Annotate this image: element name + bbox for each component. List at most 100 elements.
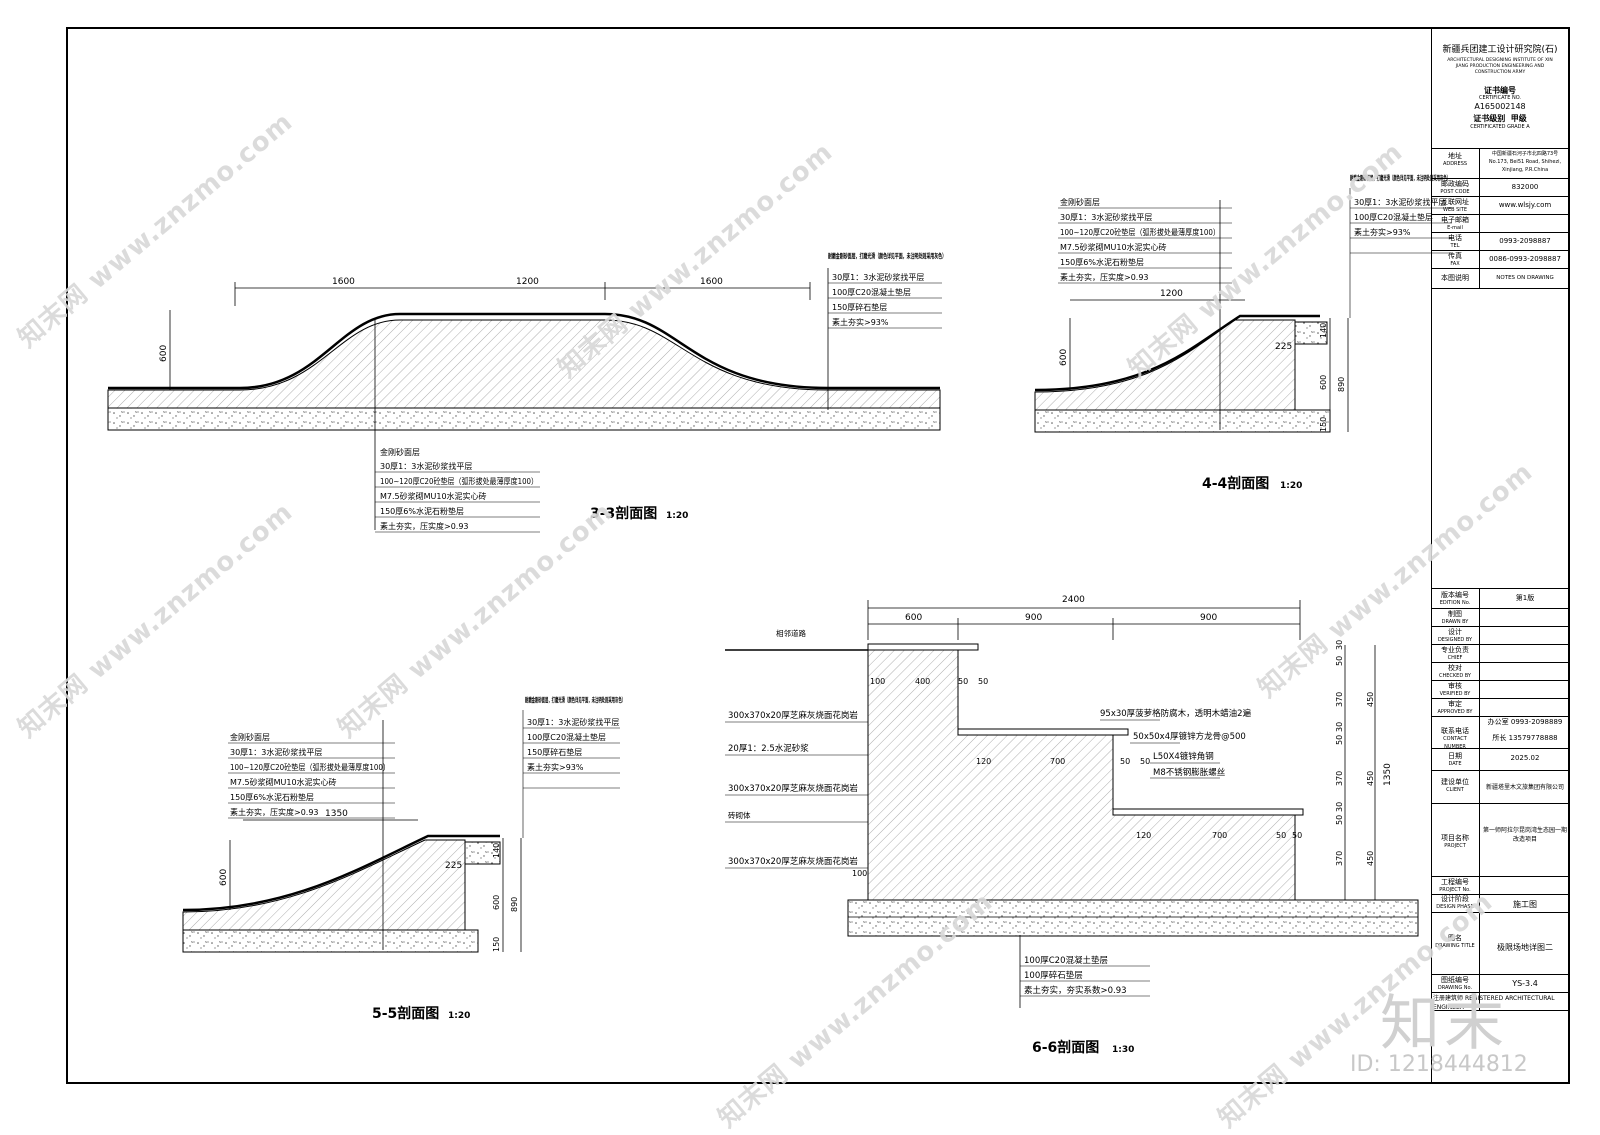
s33-layer-bottom-4: M7.5砂浆砌MU10水泥实心砖 xyxy=(380,491,487,501)
s44-layer-left-1: 金刚砂面层 xyxy=(1060,197,1100,207)
drawing-frame xyxy=(66,27,1570,1084)
s66-dim-3: 900 xyxy=(1200,613,1217,623)
s66-inner-10: 700 xyxy=(1212,831,1227,840)
step-1-top xyxy=(867,643,979,651)
steps-body xyxy=(867,649,1296,901)
s66-right-12: 450 xyxy=(1366,851,1375,866)
s44-dim-6: 890 xyxy=(1337,377,1346,392)
s55-dim-2: 600 xyxy=(219,869,229,886)
s55-note-top: 耐磨金刚砂面层，打磨光滑（颜色详见平面，未注明处则采用灰色） xyxy=(525,695,625,704)
date: 2025.02 xyxy=(1510,754,1540,762)
s44-layer-left-2: 30厚1：3水泥砂浆找平层 xyxy=(1060,212,1152,222)
project: 第一师阿拉尔昆岗湾生态园一期改造项目 xyxy=(1483,827,1568,843)
s33-layer-bottom-5: 150厚6%水泥石粉垫层 xyxy=(380,506,464,516)
s55-dim-5: 600 xyxy=(492,895,501,910)
cert-label-en: CERTIFICATE NO. xyxy=(1478,95,1522,101)
s66-right-6: 30 xyxy=(1335,722,1344,732)
s66-right-8: 450 xyxy=(1366,771,1375,786)
gravel-base-55 xyxy=(182,929,479,953)
s44-layer-right-3: 素土夯实>93% xyxy=(1354,227,1411,237)
notes-label: 本图说明 xyxy=(1441,274,1469,282)
s44-dim-2: 600 xyxy=(1059,349,1069,366)
s66-right-7: 370 xyxy=(1335,771,1344,786)
s66-label-2: 20厚1：2.5水泥砂浆 xyxy=(728,743,809,754)
s44-scale: 1:20 xyxy=(1280,481,1302,491)
deck-2 xyxy=(1112,808,1304,816)
s66-inner-5: 120 xyxy=(976,757,991,766)
s66-inner-9: 120 xyxy=(1136,831,1151,840)
s44-title: 4-4剖面图 xyxy=(1202,475,1269,492)
s55-layer-left-4: M7.5砂浆砌MU10水泥实心砖 xyxy=(230,777,337,787)
s66-right-total: 1350 xyxy=(1383,763,1393,786)
s66-inner-13: 100 xyxy=(852,869,867,878)
s33-layer-bottom-6: 素土夯实，压实度>0.93 xyxy=(380,521,469,531)
s33-layer-top-4: 素土夯实>93% xyxy=(832,317,889,327)
s66-label-8: L50X4镀锌角钢 xyxy=(1153,751,1214,762)
drawing-no: YS-3.4 xyxy=(1512,979,1538,988)
web-site: www.wlsjy.com xyxy=(1498,201,1552,209)
ramp-surface-55 xyxy=(182,834,500,912)
s33-layer-top-1: 30厚1：3水泥砂浆找平层 xyxy=(832,272,924,282)
s33-dim-height: 600 xyxy=(159,345,169,362)
s44-layer-left-4: M7.5砂浆砌MU10水泥实心砖 xyxy=(1060,242,1167,252)
s44-dim-4: 140 xyxy=(1319,323,1328,338)
s66-inner-6: 700 xyxy=(1050,757,1065,766)
engineer-label: 注册建筑师 REGISTERED ARCHITECTURAL ENGINEER xyxy=(1433,995,1555,1011)
s33-layer-bottom-1: 金刚砂面层 xyxy=(380,447,420,457)
drawing-title: 极限场地详图二 xyxy=(1497,943,1553,952)
s66-layer-bottom-3: 素土夯实，夯实系数>0.93 xyxy=(1024,985,1127,996)
s66-right-4: 450 xyxy=(1366,692,1375,707)
s44-layer-left-6: 素土夯实，压实度>0.93 xyxy=(1060,272,1149,282)
deck-1 xyxy=(957,728,1129,736)
s44-note-top: 耐磨金刚砂面层，打磨光滑（颜色详见平面，未注明处则采用灰色） xyxy=(1350,173,1450,182)
ramp-body-55 xyxy=(182,839,466,931)
s33-layer-bottom-3: 100~120厚C20砼垫层（弧形拔处最薄厚度100） xyxy=(380,476,538,486)
s33-dim-2: 1200 xyxy=(516,277,539,287)
s33-title: 3-3剖面图 xyxy=(590,505,657,522)
s66-label-9: M8不锈钢膨胀螺丝 xyxy=(1153,767,1226,778)
mound-surface xyxy=(108,312,940,390)
s66-dim-total: 2400 xyxy=(1062,595,1085,605)
s33-note-top: 耐磨金刚砂面层，打磨光滑（颜色详见平面，未注明处则采用灰色） xyxy=(828,251,946,260)
s66-title: 6-6剖面图 xyxy=(1032,1039,1099,1056)
grade-label: 证书级别 xyxy=(1473,114,1506,123)
s55-dim-4: 140 xyxy=(492,843,501,858)
s66-label-5: 300x370x20厚芝麻灰烧面花岗岩 xyxy=(728,856,858,867)
fax: 0086-0993-2098887 xyxy=(1489,255,1561,263)
s66-inner-11: 50 xyxy=(1276,831,1286,840)
s66-inner-7: 50 xyxy=(1120,757,1130,766)
s55-layer-right-4: 素土夯实>93% xyxy=(527,762,584,772)
pad-right xyxy=(1294,321,1328,345)
image-id-tag: ID: 1218444812 xyxy=(1350,1052,1528,1077)
s66-layer-bottom-1: 100厚C20混凝土垫层 xyxy=(1024,955,1108,966)
s66-dim-2: 900 xyxy=(1025,613,1042,623)
pad-right-55 xyxy=(464,841,501,865)
s33-scale: 1:20 xyxy=(666,511,688,521)
s55-layer-left-1: 金刚砂面层 xyxy=(230,732,270,742)
ramp-body xyxy=(1034,319,1296,411)
s55-layer-left-2: 30厚1：3水泥砂浆找平层 xyxy=(230,747,322,757)
s66-dim-1: 600 xyxy=(905,613,922,623)
s33-layer-bottom-2: 30厚1：3水泥砂浆找平层 xyxy=(380,461,472,471)
s66-label-6: 95x30厚菠萝格防腐木，透明木蜡油2遍 xyxy=(1100,708,1252,719)
section-4-4 xyxy=(1034,188,1452,433)
s55-dim-1: 1350 xyxy=(325,809,348,819)
s55-title: 5-5剖面图 xyxy=(372,1005,439,1022)
s33-layer-top-2: 100厚C20混凝土垫层 xyxy=(832,287,911,297)
mound-body xyxy=(107,319,941,409)
s66-right-1: 50 xyxy=(1335,656,1344,666)
s55-layer-left-5: 150厚6%水泥石粉垫层 xyxy=(230,792,314,802)
